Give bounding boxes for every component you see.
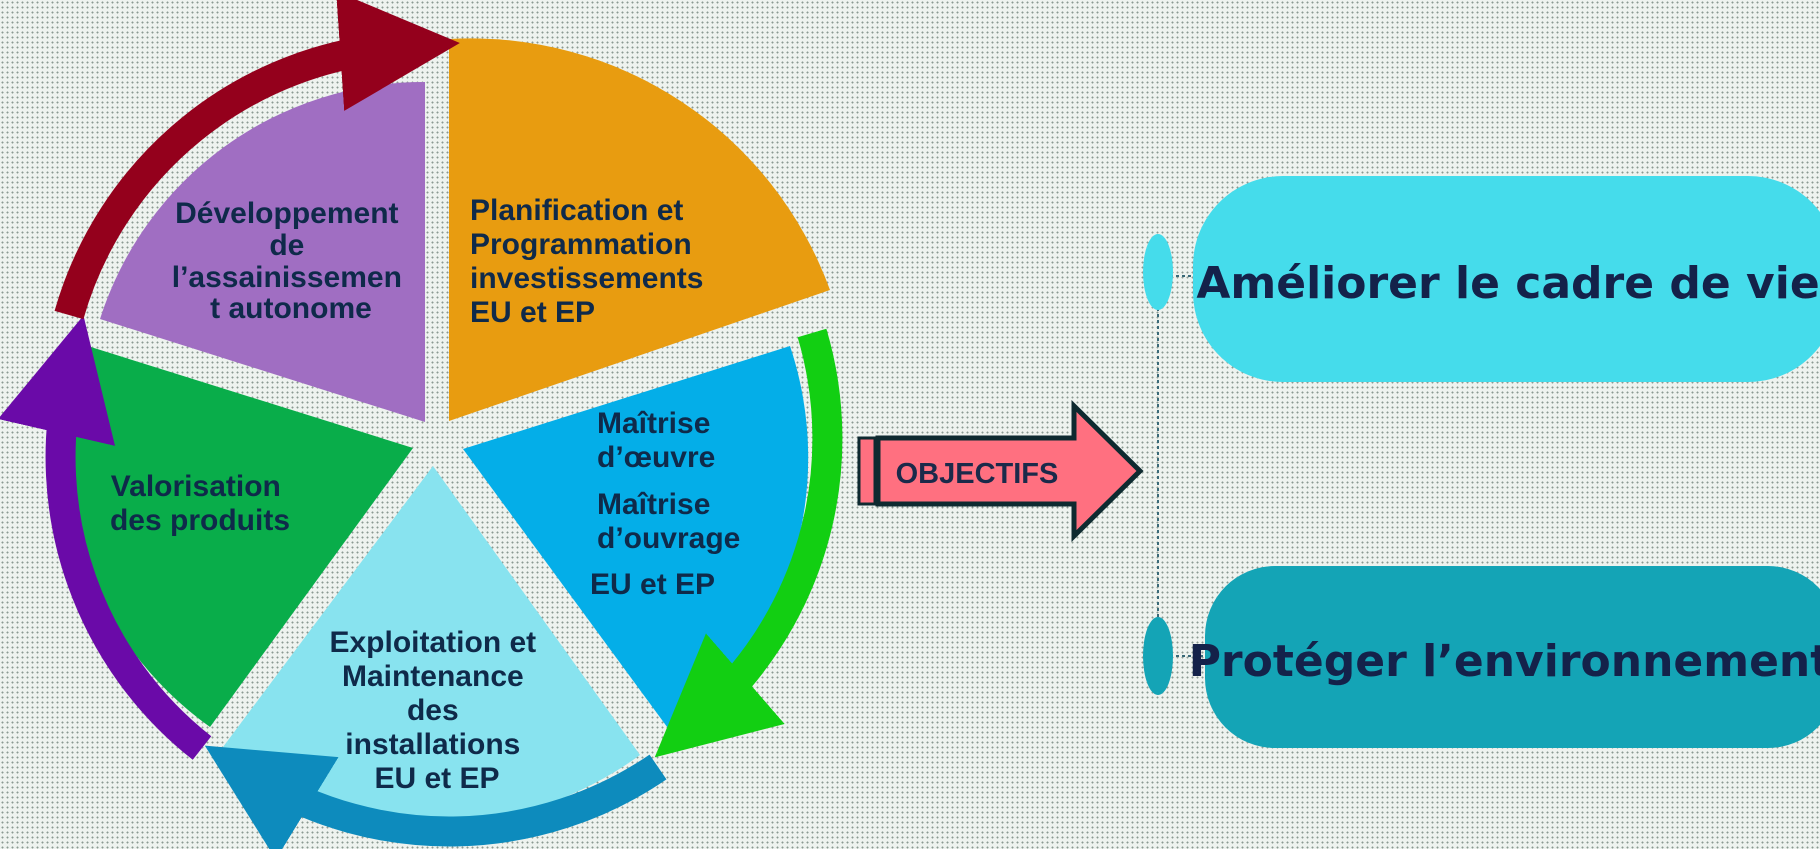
segment-planification	[449, 38, 830, 421]
segment-exploitation-label: Exploitation et Maintenance des installa…	[329, 626, 544, 795]
cycle-arrow-purple	[0, 315, 212, 760]
segment-valorisation-label: Valorisation des produits	[110, 470, 290, 537]
cycle-arrows	[0, 0, 843, 849]
segment-developpement	[100, 81, 425, 422]
segment-exploitation	[217, 466, 640, 825]
cycle-arrow-red	[54, 0, 460, 320]
cycle-arrow-green	[654, 328, 843, 758]
goal-box-environnement: Protéger l’environnement	[1189, 566, 1820, 748]
connector-dot-bottom	[1143, 617, 1173, 695]
goal-cadre-de-vie-label: Améliorer le cadre de vie	[1196, 258, 1819, 309]
connector-dot-top	[1143, 234, 1173, 310]
objectifs-arrow-body	[875, 400, 1144, 542]
segment-valorisation	[63, 343, 413, 727]
segment-developpement-label: Développement de l’assainissemen t auton…	[172, 197, 411, 325]
cycle-arrow-blue	[204, 745, 667, 849]
objectifs-label: OBJECTIFS	[896, 458, 1059, 490]
goal-environnement-label: Protéger l’environnement	[1189, 636, 1820, 687]
objectifs-arrow: OBJECTIFS	[857, 400, 1144, 542]
segment-maitrise-label: Maîtrise d’œuvre Maîtrise d’ouvrage EU e…	[590, 407, 749, 601]
goal-box-cadre-de-vie: Améliorer le cadre de vie	[1193, 176, 1820, 382]
segment-planification-label: Planification et Programmation investiss…	[470, 194, 712, 329]
objectifs-arrow-tail-bar	[857, 436, 877, 506]
